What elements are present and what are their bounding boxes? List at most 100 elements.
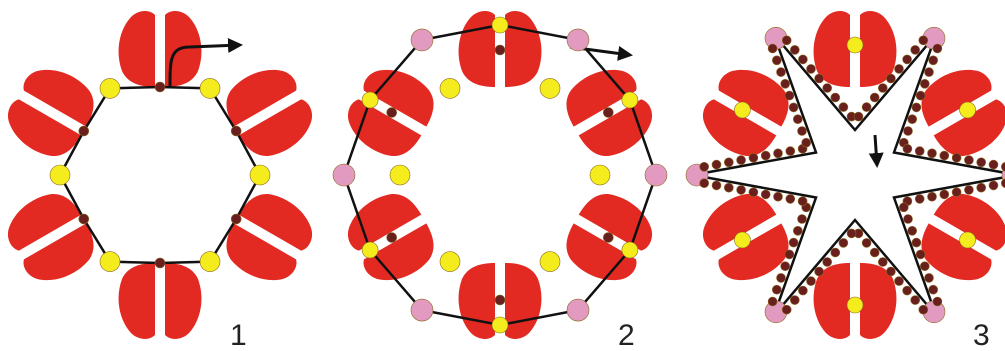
seed-bead [823,258,832,267]
yellow-bead [200,78,220,98]
step-2-beads [333,17,667,333]
yellow-bead [200,252,220,272]
seed-bead [793,226,802,235]
seed-bead [989,181,998,190]
seed-bead [785,91,794,100]
seed-bead [903,55,912,64]
yellow-bead [847,37,863,53]
seed-bead [798,55,807,64]
seed-bead [387,233,397,243]
seed-bead [768,297,777,306]
seed-bead [916,91,925,100]
seed-bead [79,214,89,224]
step-1-petals [0,11,323,339]
seed-bead [977,183,986,192]
seed-bead [886,267,895,276]
seed-bead [1001,179,1005,188]
petal [215,183,322,293]
yellow-bead [540,252,560,272]
seed-bead [847,229,856,238]
seed-bead [387,108,397,118]
seed-bead [831,248,840,257]
yellow-bead [492,317,508,333]
seed-bead [912,103,921,112]
seed-bead [798,127,807,136]
seed-bead [870,248,879,257]
petal-half-left [165,263,201,339]
step-2-label: 2 [618,319,635,351]
seed-bead [807,277,816,286]
petal-half-right [505,11,541,87]
seed-bead [603,108,613,118]
petal [0,183,105,293]
seed-bead [495,295,505,305]
yellow-bead [362,92,378,108]
yellow-bead [440,78,460,98]
seed-bead [854,112,863,121]
seed-bead [920,79,929,88]
seed-bead [772,285,781,294]
seed-bead [915,147,924,156]
seed-bead [878,258,887,267]
seed-bead [774,192,783,201]
seed-bead [977,158,986,167]
seed-bead [815,74,824,83]
seed-bead [933,44,942,53]
yellow-bead [390,165,410,185]
step-2-petals [337,11,662,339]
seed-bead [712,160,721,169]
pink-bead [645,164,667,186]
seed-bead [807,64,816,73]
seed-bead [782,36,791,45]
seed-bead [781,262,790,271]
petal-half-right [459,263,495,339]
seed-bead [862,103,871,112]
step-1-diagram: 1 [0,11,323,351]
yellow-bead [960,232,976,248]
seed-bead [815,267,824,276]
yellow-bead [250,165,270,185]
seed-bead [785,250,794,259]
seed-bead [928,192,937,201]
yellow-bead [492,17,508,33]
yellow-bead [590,165,610,185]
seed-bead [823,84,832,93]
seed-bead [915,194,924,203]
yellow-bead [622,92,638,108]
seed-bead [789,103,798,112]
seed-bead [495,45,505,55]
yellow-bead [734,102,750,118]
step-3-label: 3 [973,319,990,351]
pink-bead [411,29,433,51]
seed-bead [831,93,840,102]
seed-bead [749,153,758,162]
seed-bead [786,194,795,203]
yellow-bead [100,78,120,98]
step-1-thread [60,45,260,263]
seed-bead [786,147,795,156]
step-2-diagram: 2 [333,11,667,351]
seed-bead [790,296,799,305]
seed-bead [772,56,781,65]
step-3-diagram: 3 [686,11,1005,351]
seed-bead [929,285,938,294]
petal [0,57,105,167]
seed-bead [925,68,934,77]
yellow-bead [847,297,863,313]
seed-bead [908,226,917,235]
seed-bead [899,203,908,212]
seed-bead [925,273,934,282]
petal [215,57,322,167]
seed-bead [911,296,920,305]
seed-bead [774,149,783,158]
seed-bead [155,258,165,268]
petal [119,263,202,339]
seed-bead [777,273,786,282]
petal-half-left [459,11,495,87]
seed-bead [908,115,917,124]
yellow-bead [362,242,378,258]
seed-bead [793,115,802,124]
seed-bead [919,305,928,314]
seed-bead [870,93,879,102]
seed-bead [903,144,912,153]
